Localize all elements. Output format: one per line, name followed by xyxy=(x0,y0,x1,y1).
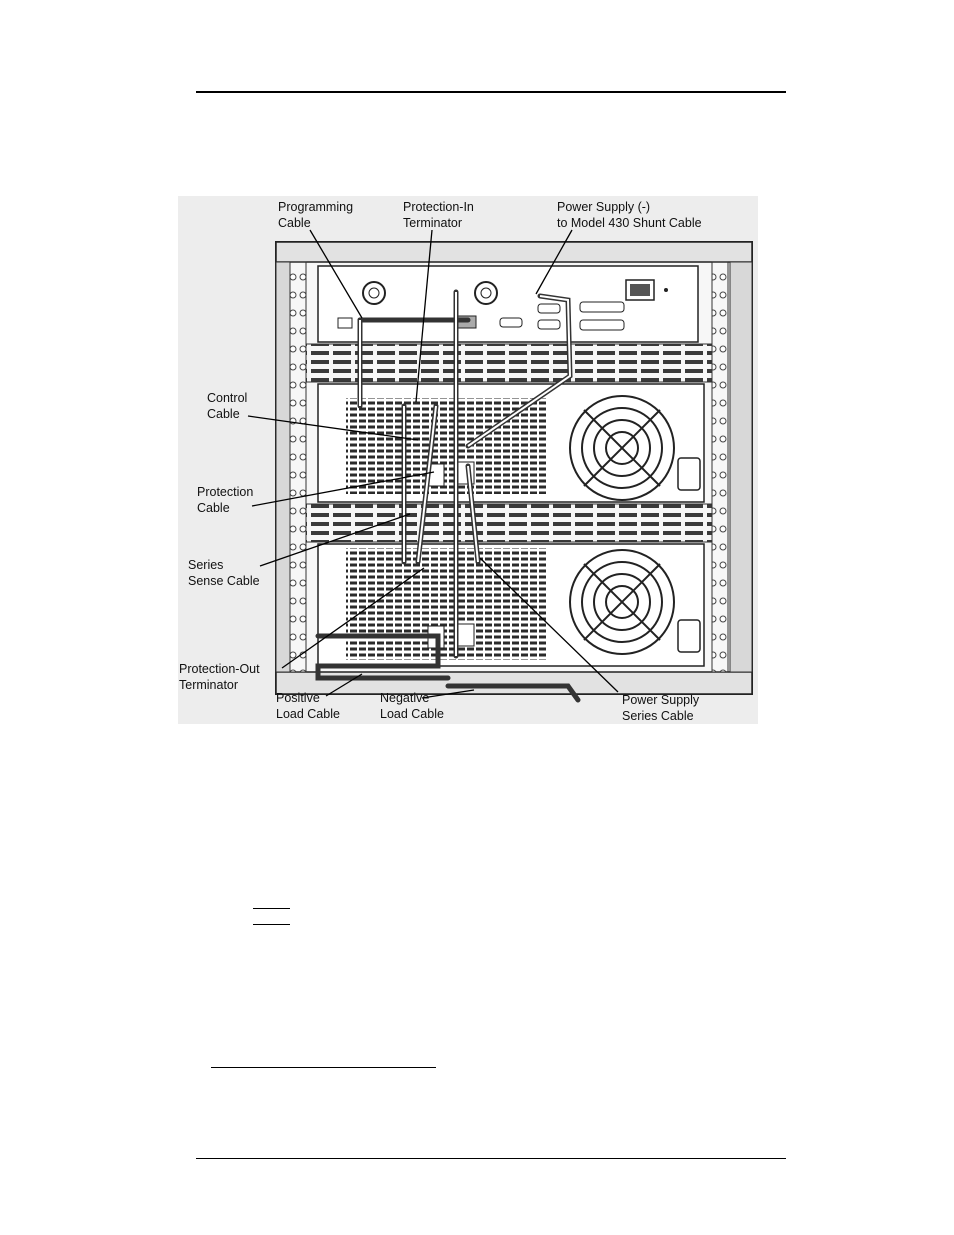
label-protection-in-terminator: Protection-In Terminator xyxy=(403,199,474,231)
cabling-figure: Programming Cable Protection-In Terminat… xyxy=(178,196,758,724)
upper-power-supply xyxy=(318,384,704,502)
label-positive-load-cable: Positive Load Cable xyxy=(276,690,340,722)
footnote-separator xyxy=(211,1067,436,1068)
underline-mark-2 xyxy=(253,924,290,925)
label-control-cable: Control Cable xyxy=(207,390,247,422)
label-programming-cable: Programming Cable xyxy=(278,199,353,231)
label-power-supply-series-cable: Power Supply Series Cable xyxy=(622,692,699,724)
rack-drawing xyxy=(178,196,758,724)
label-series-sense-cable: Series Sense Cable xyxy=(188,557,260,589)
footer-rule xyxy=(196,1158,786,1159)
header-rule xyxy=(196,91,786,93)
controller-unit xyxy=(318,266,698,342)
label-negative-load-cable: Negative Load Cable xyxy=(380,690,444,722)
label-protection-out-terminator: Protection-Out Terminator xyxy=(179,661,260,693)
label-power-supply-shunt-cable: Power Supply (-) to Model 430 Shunt Cabl… xyxy=(557,199,702,231)
label-protection-cable: Protection Cable xyxy=(197,484,253,516)
lower-power-supply xyxy=(318,544,704,666)
underline-mark-1 xyxy=(253,908,290,909)
